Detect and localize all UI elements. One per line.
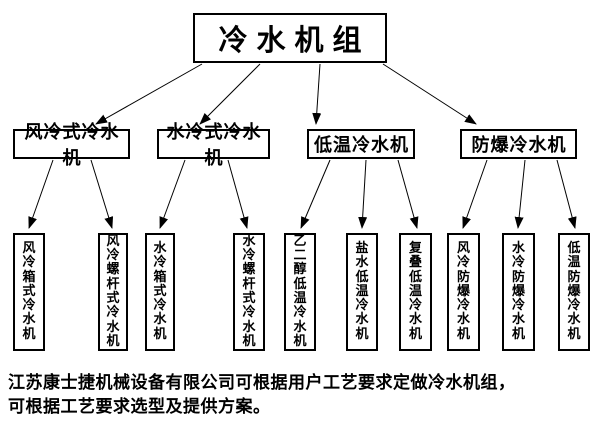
arrow-root-explosion-proof: [382, 63, 477, 125]
node-water-cooled-chiller: 水冷式冷水机: [157, 122, 270, 169]
arrow-water-box: [159, 159, 186, 229]
node-label: 复叠低温冷水机: [409, 240, 423, 342]
node-low-temp-explosion-proof-chiller: 低温防爆冷水机: [558, 233, 590, 351]
node-label: 水冷防爆冷水机: [512, 240, 526, 342]
node-label: 风冷箱式冷水机: [22, 240, 36, 342]
node-label: 盐水低温冷水机: [355, 240, 369, 342]
arrow-root-air-cooled: [95, 63, 203, 125]
node-root-chiller-unit: 冷水机组: [193, 13, 387, 63]
node-air-cooled-explosion-proof-chiller: 风冷防爆冷水机: [447, 233, 480, 351]
node-air-cooled-screw-chiller: 风冷螺杆式冷水机: [98, 233, 128, 351]
arrow-air-box: [28, 159, 54, 229]
node-cascade-low-temp-chiller: 复叠低温冷水机: [399, 233, 432, 351]
node-label: 低温冷水机: [314, 135, 409, 156]
arrow-root-water-cooled: [199, 63, 261, 125]
node-root-label: 冷水机组: [218, 23, 371, 57]
node-air-cooled-chiller: 风冷式冷水机: [13, 122, 130, 169]
node-label: 水冷箱式冷水机: [153, 240, 167, 342]
arrow-water-screw: [227, 159, 249, 229]
node-glycol-low-temp-chiller: 乙二醇低温冷水机: [284, 233, 316, 351]
node-label: 风冷防爆冷水机: [457, 240, 471, 342]
node-brine-low-temp-chiller: 盐水低温冷水机: [346, 233, 378, 351]
arrow-lt-cascade: [397, 159, 419, 229]
arrow-ep-lowtemp: [556, 159, 577, 229]
node-low-temp-chiller: 低温冷水机: [307, 129, 415, 159]
node-label: 防爆冷水机: [471, 135, 567, 156]
node-label: 乙二醇低温冷水机: [293, 233, 307, 349]
node-water-cooled-explosion-proof-chiller: 水冷防爆冷水机: [502, 233, 535, 351]
footer-line-1: 江苏康士捷机械设备有限公司可根据用户工艺要求定做冷水机组，: [8, 373, 516, 393]
node-label: 水冷螺杆式冷水机: [242, 233, 256, 349]
arrow-ep-air: [462, 159, 488, 229]
node-label: 风冷螺杆式冷水机: [106, 233, 120, 349]
node-water-cooled-screw-chiller: 水冷螺杆式冷水机: [233, 233, 265, 351]
arrow-lt-brine: [358, 159, 368, 229]
arrow-lt-glycol: [300, 159, 331, 229]
node-explosion-proof-chiller: 防爆冷水机: [460, 129, 577, 159]
node-label: 水冷式冷水机: [166, 122, 262, 169]
arrow-ep-water: [514, 159, 526, 229]
node-water-cooled-box-chiller: 水冷箱式冷水机: [145, 233, 175, 351]
arrow-root-low-temp: [312, 63, 322, 125]
arrow-air-screw: [90, 159, 114, 229]
node-label: 低温防爆冷水机: [567, 240, 581, 342]
footer-note: 江苏康士捷机械设备有限公司可根据用户工艺要求定做冷水机组， 可根据工艺要求选型及…: [8, 371, 594, 419]
footer-line-2: 可根据工艺要求选型及提供方案。: [8, 397, 271, 417]
node-label: 风冷式冷水机: [24, 122, 120, 169]
node-air-cooled-box-chiller: 风冷箱式冷水机: [13, 233, 45, 351]
